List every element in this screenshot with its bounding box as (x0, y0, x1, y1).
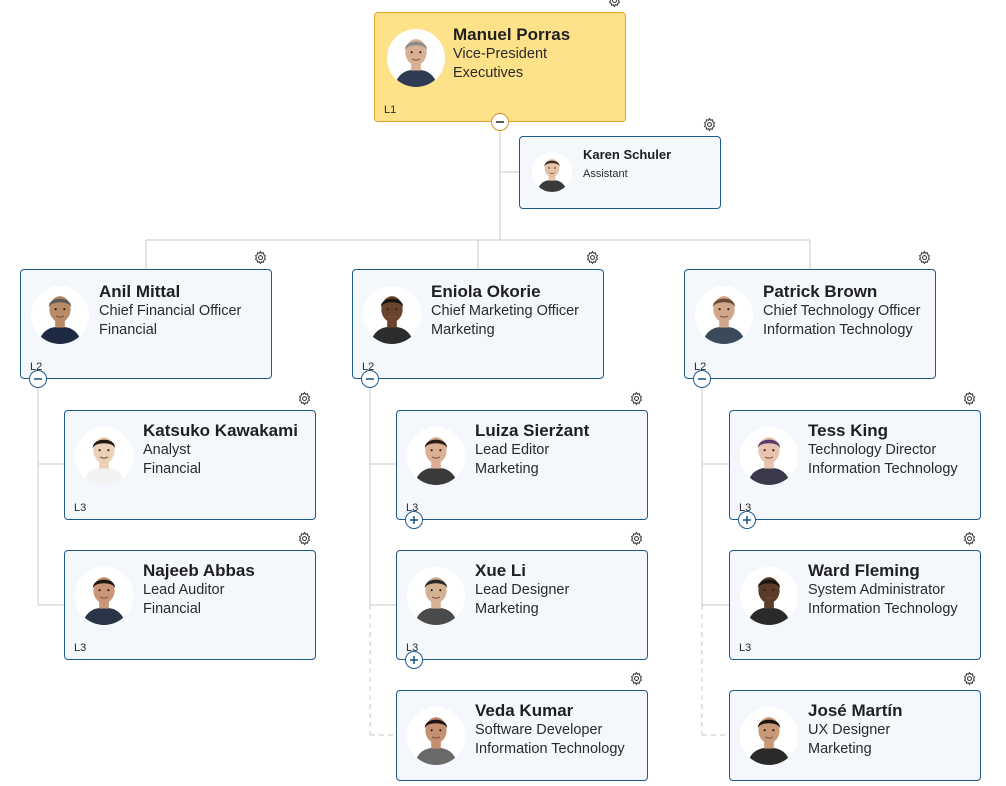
settings-gear-icon[interactable] (958, 387, 980, 409)
avatar (695, 286, 753, 344)
settings-gear-icon[interactable] (581, 246, 603, 268)
settings-gear-icon[interactable] (249, 246, 271, 268)
avatar (407, 427, 465, 485)
employee-name: Karen Schuler (583, 147, 672, 162)
avatar (75, 567, 133, 625)
avatar (407, 707, 465, 765)
employee-title: Vice-President (453, 46, 548, 62)
employee-department: Marketing (808, 741, 872, 757)
employee-title: Lead Auditor (143, 582, 225, 598)
employee-title: Technology Director (808, 442, 937, 458)
level-badge: L3 (74, 642, 87, 654)
avatar (407, 567, 465, 625)
settings-gear-icon[interactable] (958, 667, 980, 689)
employee-department: Executives (453, 65, 524, 81)
employee-title: Lead Designer (475, 582, 570, 598)
employee-title: Chief Financial Officer (99, 303, 242, 319)
settings-gear-icon[interactable] (958, 527, 980, 549)
level-badge: L3 (739, 642, 752, 654)
employee-department: Information Technology (808, 601, 958, 617)
collapse-toggle-icon[interactable] (29, 370, 47, 388)
employee-name: Luiza Sierżant (475, 421, 590, 440)
level-badge: L1 (384, 104, 397, 116)
settings-gear-icon[interactable] (603, 0, 625, 11)
avatar (740, 427, 798, 485)
employee-department: Financial (143, 461, 202, 477)
employee-title: System Administrator (808, 582, 945, 598)
avatar (387, 29, 445, 87)
employee-title: Assistant (583, 168, 628, 180)
collapse-toggle-icon[interactable] (491, 113, 509, 131)
employee-department: Marketing (475, 461, 539, 477)
avatar (75, 427, 133, 485)
employee-department: Marketing (475, 601, 539, 617)
settings-gear-icon[interactable] (293, 527, 315, 549)
employee-title: Lead Editor (475, 442, 550, 458)
employee-title: Chief Technology Officer (763, 303, 921, 319)
employee-name: Tess King (808, 421, 888, 440)
employee-name: Manuel Porras (453, 25, 571, 44)
employee-name: Eniola Okorie (431, 282, 541, 301)
employee-department: Information Technology (475, 741, 625, 757)
employee-title: UX Designer (808, 722, 891, 738)
employee-name: Veda Kumar (475, 701, 574, 720)
employee-name: Ward Fleming (808, 561, 920, 580)
employee-title: Analyst (143, 442, 191, 458)
settings-gear-icon[interactable] (698, 113, 720, 135)
employee-name: Najeeb Abbas (143, 561, 255, 580)
collapse-toggle-icon[interactable] (361, 370, 379, 388)
level-badge: L3 (74, 502, 87, 514)
avatar (363, 286, 421, 344)
employee-title: Chief Marketing Officer (431, 303, 580, 319)
avatar (532, 152, 572, 192)
settings-gear-icon[interactable] (625, 387, 647, 409)
employee-title: Software Developer (475, 722, 603, 738)
settings-gear-icon[interactable] (293, 387, 315, 409)
employee-department: Financial (99, 322, 158, 338)
employee-department: Marketing (431, 322, 495, 338)
employee-name: Patrick Brown (763, 282, 878, 301)
employee-department: Information Technology (763, 322, 913, 338)
employee-department: Information Technology (808, 461, 958, 477)
employee-department: Financial (143, 601, 202, 617)
avatar (31, 286, 89, 344)
settings-gear-icon[interactable] (625, 667, 647, 689)
collapse-toggle-icon[interactable] (693, 370, 711, 388)
employee-name: José Martín (808, 701, 903, 720)
settings-gear-icon[interactable] (625, 527, 647, 549)
employee-name: Xue Li (475, 561, 527, 580)
settings-gear-icon[interactable] (913, 246, 935, 268)
expand-toggle-icon[interactable] (738, 511, 756, 529)
employee-name: Katsuko Kawakami (143, 421, 298, 440)
avatar (740, 707, 798, 765)
expand-toggle-icon[interactable] (405, 511, 423, 529)
employee-name: Anil Mittal (99, 282, 181, 301)
avatar (740, 567, 798, 625)
expand-toggle-icon[interactable] (405, 651, 423, 669)
